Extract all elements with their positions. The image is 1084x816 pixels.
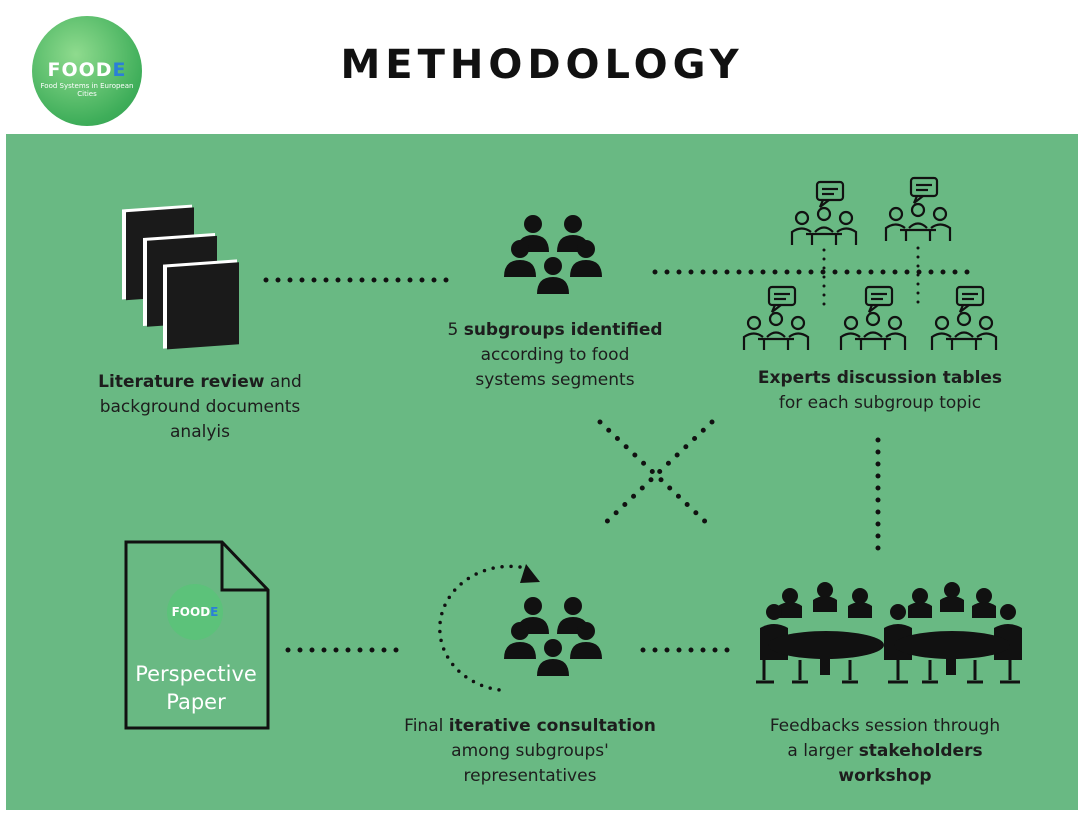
document-logo-icon [167,584,223,640]
books-icon [122,204,239,350]
workshop-label: Feedbacks session through a larger stake… [769,716,1001,786]
page-title: METHODOLOGY [340,42,744,88]
experts-label: Experts discussion tables for each subgr… [757,368,1003,413]
representatives-group-icon [504,597,602,676]
expert-tables-icons [742,176,998,352]
connector-cross-b [597,419,715,531]
workshop-meeting-icon [756,582,1022,684]
literature-review-label: Literature review and background documen… [98,372,302,442]
logo-subtitle: Food Systems in European Cities [40,82,134,98]
consultation-label: Final iterative consultation among subgr… [404,716,656,786]
connector-cross-a [597,419,715,531]
subgroups-label: 5 subgroups identified according to food… [447,320,663,390]
document-logo-wordmark: FOODE [171,605,219,619]
subgroups-icon [504,215,602,294]
logo-wordmark: FOODE [47,59,127,81]
iteration-loop-icon [438,564,540,692]
foode-logo: FOODE Food Systems in European Cities [32,16,142,126]
document-icon [124,540,270,730]
